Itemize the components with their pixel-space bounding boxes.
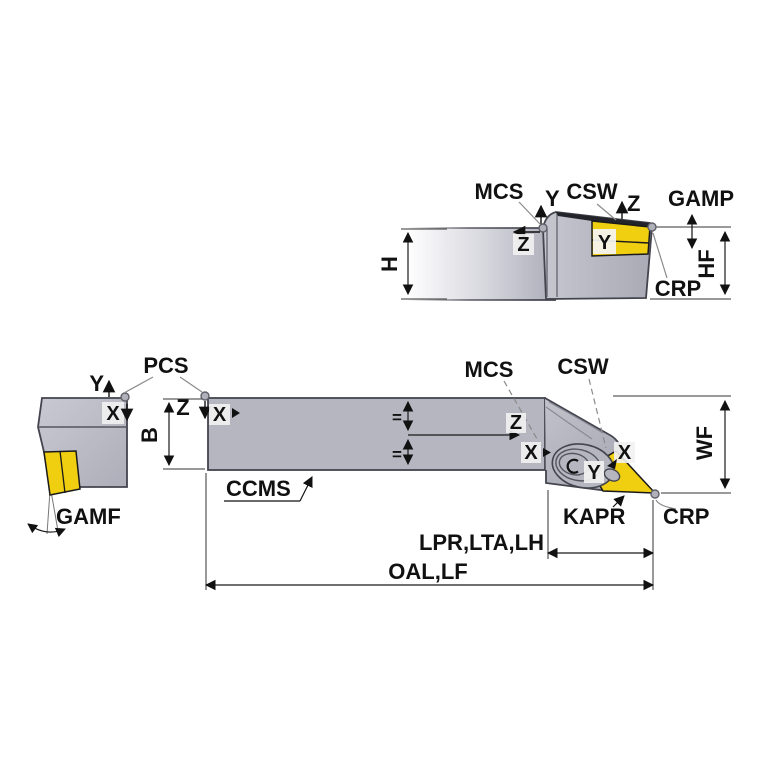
pcs-leader-right <box>179 376 203 393</box>
csw-label: CSW <box>566 179 618 204</box>
front-head-facet-2 <box>545 406 593 440</box>
mcs-leader <box>518 201 541 225</box>
h-label: H <box>377 256 402 272</box>
equal-sign-top: = <box>392 408 402 427</box>
gamf-line-1 <box>46 490 51 535</box>
csw-leader <box>596 203 617 221</box>
clamp-screw-c-mark <box>566 458 579 474</box>
z-label-box <box>513 234 534 255</box>
pcs-point-dot-left <box>120 392 130 402</box>
ccms-leader-arrow <box>299 476 313 502</box>
crp-label: CRP <box>663 504 709 529</box>
z-box-label: Z <box>510 412 522 434</box>
crp-leader <box>652 232 668 279</box>
x-box-insert-label: X <box>618 442 632 464</box>
x-label-box <box>102 402 124 424</box>
z-box-label: Z <box>517 234 529 256</box>
x-box-label: X <box>106 403 120 425</box>
pcs-leader-left <box>123 376 154 394</box>
equal-sign-bottom: = <box>392 445 402 464</box>
mcs-leader <box>503 380 542 447</box>
lpr-lta-lh-label: LPR,LTA,LH <box>419 530 544 555</box>
side-view: Z Y MCS Y CSW Z GAMP CRP H HF <box>377 179 734 301</box>
y-box-label: Y <box>598 232 612 254</box>
b-label: B <box>137 427 162 443</box>
gamp-label: GAMP <box>668 186 734 211</box>
y-axis-label: Y <box>545 186 560 211</box>
y-label-box <box>593 229 616 254</box>
x-label-box <box>209 404 230 425</box>
insert-x-axis-arrow <box>607 459 617 469</box>
end-insert-divider <box>59 450 66 494</box>
y-label-box <box>584 461 604 483</box>
kapr-label: KAPR <box>563 504 625 529</box>
crp-leader <box>655 499 677 510</box>
wf-label: WF <box>692 426 717 460</box>
pcs-point-dot-main <box>200 391 210 401</box>
z-label-box <box>506 413 526 433</box>
mcs-point-dot <box>538 223 548 233</box>
y-axis-label: Y <box>89 371 104 396</box>
csw-leader <box>588 378 607 449</box>
z-axis-label: Z <box>627 191 640 216</box>
oal-lf-label: OAL,LF <box>388 559 467 584</box>
end-view: X Y GAMF <box>27 371 134 538</box>
front-view: PCS Z X B = <box>123 353 731 591</box>
x-box-label: X <box>213 404 227 426</box>
x-box-mid-label: X <box>524 442 538 464</box>
x-label-box-insert <box>614 442 635 463</box>
mcs-label: MCS <box>465 357 514 382</box>
crp-point-dot <box>647 222 657 232</box>
front-shank <box>207 397 546 471</box>
gamf-angle-arc <box>27 523 66 538</box>
crp-point-dot <box>650 489 660 499</box>
crp-label: CRP <box>655 276 701 301</box>
side-top-face-band <box>556 212 652 227</box>
x-label-box-mid <box>521 442 541 463</box>
pcs-label: PCS <box>143 353 188 378</box>
csw-label: CSW <box>557 354 609 379</box>
gamf-label: GAMF <box>56 504 121 529</box>
y-box-label: Y <box>587 462 601 484</box>
clamp-tip <box>603 468 621 482</box>
hf-label: HF <box>694 249 719 278</box>
shank-x-axis-arrow <box>232 408 240 418</box>
front-head-facet-1 <box>548 401 604 434</box>
ccms-label: CCMS <box>226 476 291 501</box>
mcs-label: MCS <box>475 179 524 204</box>
mid-x-axis-arrow <box>543 448 551 457</box>
z-axis-label: Z <box>176 395 189 420</box>
kapr-arrow <box>612 495 625 508</box>
